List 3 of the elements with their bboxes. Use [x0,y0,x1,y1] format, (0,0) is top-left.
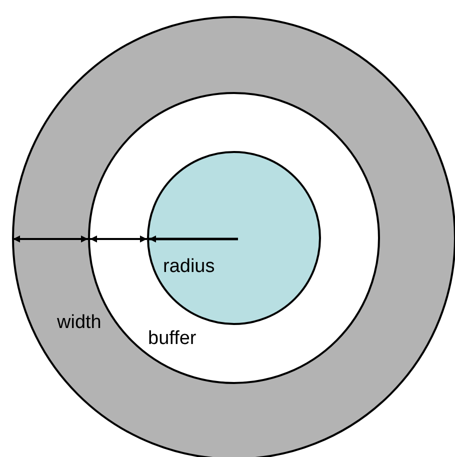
ring-label: buffer [148,329,196,348]
ring-label: radius [163,257,215,276]
ring-label: width [57,313,102,332]
